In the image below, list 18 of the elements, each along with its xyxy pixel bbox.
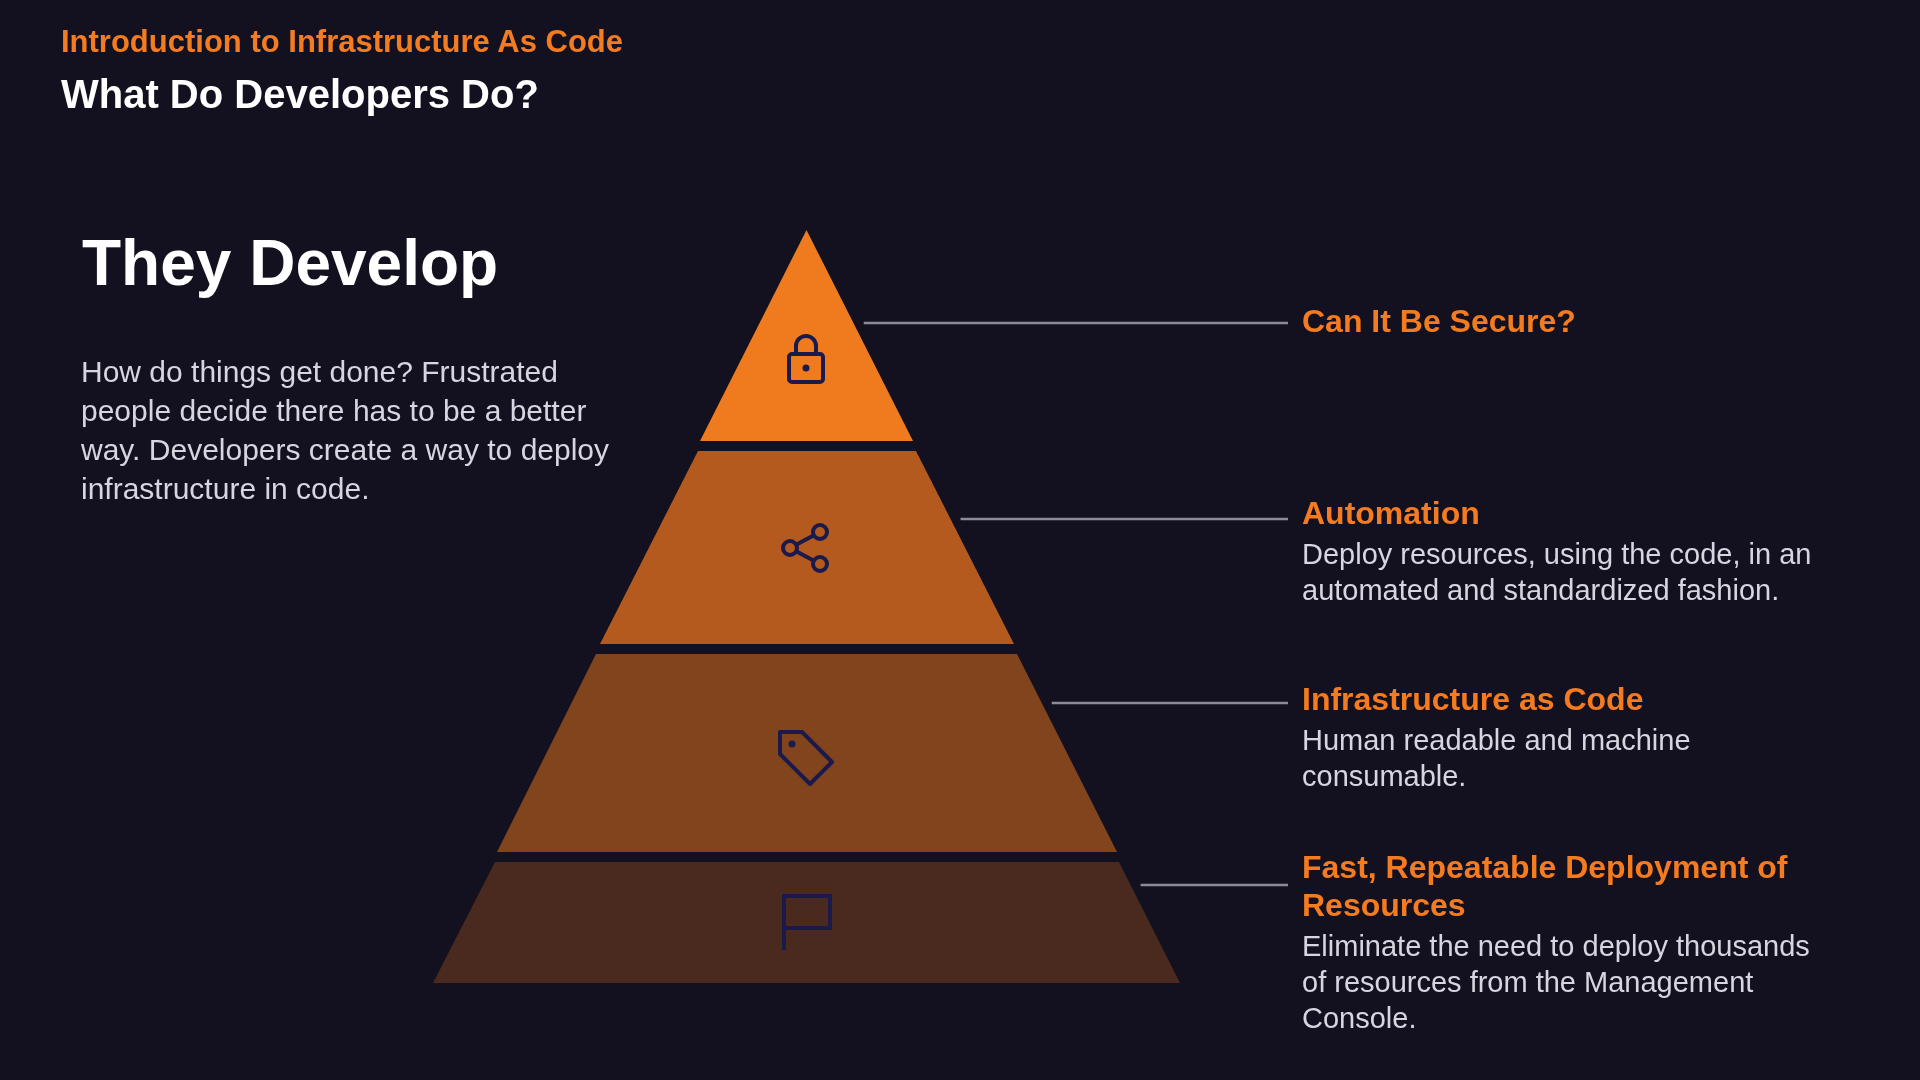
tier-heading: Automation (1302, 494, 1481, 532)
pyramid-tier (433, 862, 1180, 983)
tier-description: Human readable and machine consumable. (1302, 723, 1692, 794)
pyramid-top-tier (700, 230, 913, 441)
subtitle: Introduction to Infrastructure As Code (61, 24, 625, 60)
leader-line (1051, 701, 1288, 705)
tier-heading: Fast, Repeatable Deployment of Resources (1302, 848, 1789, 924)
pyramid-tier (497, 654, 1117, 852)
leader-line (1140, 883, 1288, 887)
tier-heading: Can It Be Secure? (1302, 302, 1577, 340)
leader-line (960, 517, 1288, 521)
tier-description: Deploy resources, using the code, in an automated and standardized fashion. (1302, 537, 1813, 608)
leader-line (863, 321, 1288, 325)
slide-title: What Do Developers Do? (61, 72, 539, 117)
tier-description: Eliminate the need to deploy thousands of resources from the Management Console. (1302, 929, 1811, 1036)
section-heading: They Develop (82, 226, 500, 300)
tier-heading: Infrastructure as Code (1302, 680, 1645, 718)
paragraph: How do things get done? Frustrated people decide there has to be a better way. Developers create a way to deploy infrastructure in code. (81, 354, 611, 507)
